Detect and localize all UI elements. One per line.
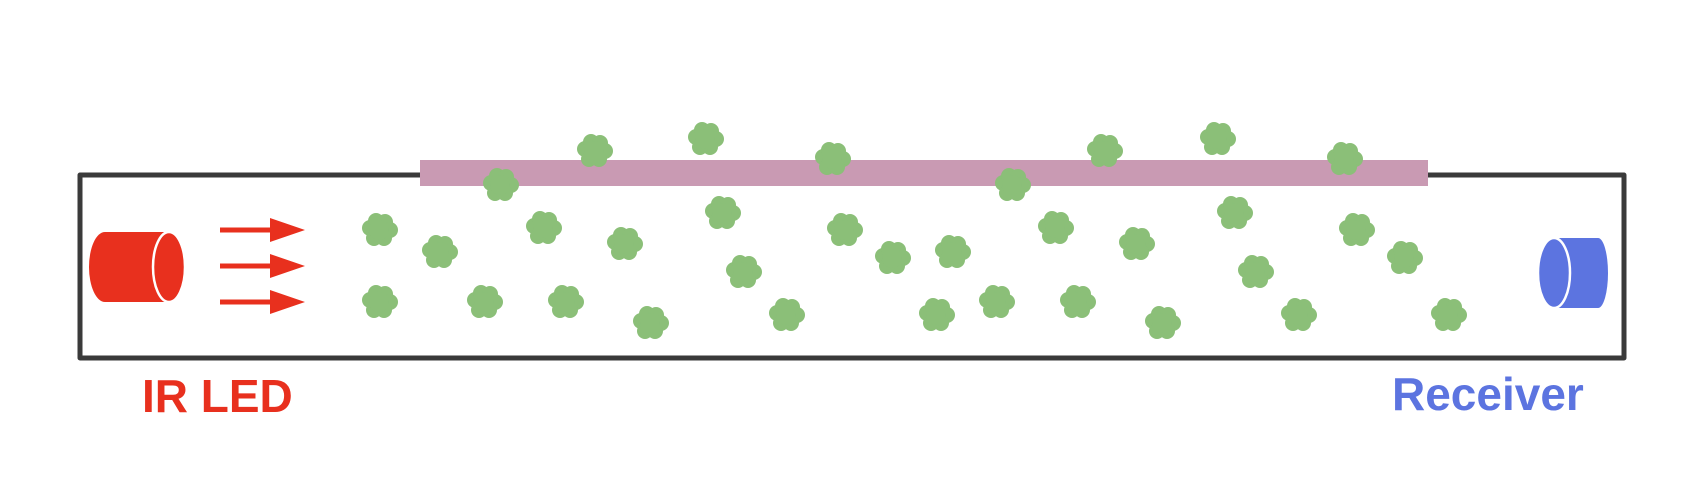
particle bbox=[1145, 306, 1181, 339]
particle bbox=[1060, 285, 1096, 318]
arrow-icon bbox=[220, 254, 305, 278]
particle bbox=[1119, 227, 1155, 260]
particle bbox=[526, 211, 562, 244]
particle bbox=[1238, 255, 1274, 288]
ir-led-label: IR LED bbox=[142, 370, 293, 422]
particle bbox=[919, 298, 955, 331]
emission-arrows bbox=[220, 218, 305, 314]
particle bbox=[827, 213, 863, 246]
particle bbox=[362, 285, 398, 318]
particle bbox=[705, 196, 741, 229]
particle bbox=[548, 285, 584, 318]
particle bbox=[467, 285, 503, 318]
particle bbox=[1387, 241, 1423, 274]
particle bbox=[362, 213, 398, 246]
particle bbox=[633, 306, 669, 339]
particle bbox=[726, 255, 762, 288]
particle bbox=[875, 241, 911, 274]
arrow-icon bbox=[220, 218, 305, 242]
membrane-strip bbox=[420, 160, 1428, 186]
particle bbox=[1217, 196, 1253, 229]
tube-outline bbox=[77, 172, 1627, 361]
arrow-icon bbox=[220, 290, 305, 314]
particle bbox=[1281, 298, 1317, 331]
particle bbox=[1200, 122, 1236, 155]
particle-layer bbox=[362, 122, 1467, 339]
receiver-icon bbox=[1536, 236, 1608, 310]
particle bbox=[1339, 213, 1375, 246]
particle bbox=[979, 285, 1015, 318]
particle bbox=[688, 122, 724, 155]
particle bbox=[1431, 298, 1467, 331]
particle bbox=[769, 298, 805, 331]
particle bbox=[935, 235, 971, 268]
particle bbox=[422, 235, 458, 268]
particle bbox=[1038, 211, 1074, 244]
ir-led-icon bbox=[89, 230, 187, 304]
receiver-label: Receiver bbox=[1392, 368, 1584, 420]
particle bbox=[607, 227, 643, 260]
